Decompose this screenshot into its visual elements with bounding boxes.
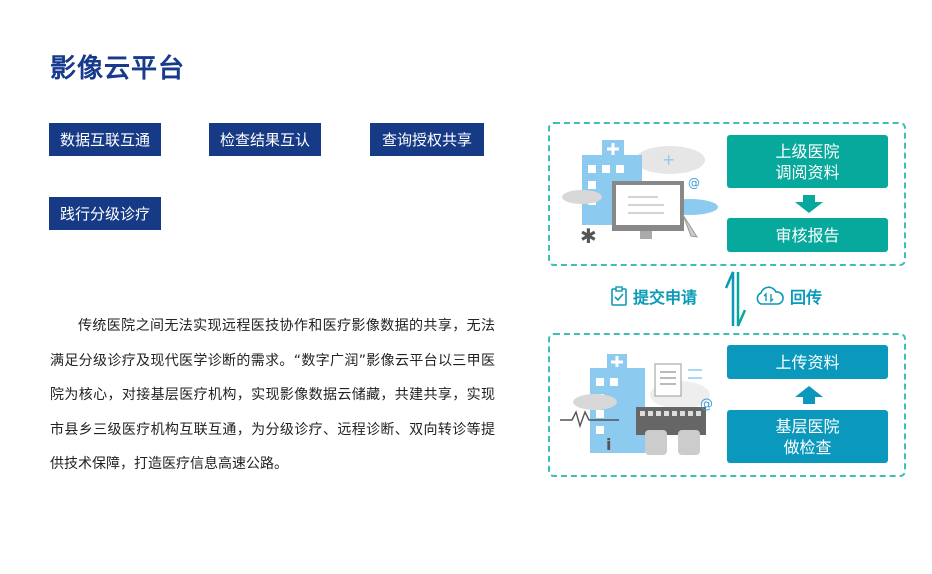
description-paragraph: 传统医院之间无法实现远程医技协作和医疗影像数据的共享，无法满足分级诊疗及现代医学…	[50, 318, 495, 472]
svg-text:@: @	[688, 176, 700, 190]
submit-request-text: 提交申请	[633, 288, 698, 307]
arrow-up-icon	[795, 386, 823, 404]
primary-hospital-panel	[548, 333, 906, 477]
upload-data-box: 上传资料	[727, 345, 888, 379]
return-text: 回传	[790, 288, 823, 307]
return-label: 回传	[754, 284, 822, 308]
box-line: 基层医院	[775, 416, 840, 436]
page-title: 影像云平台	[50, 54, 186, 84]
svg-text:@: @	[700, 397, 713, 412]
arrow-down-icon	[795, 195, 823, 213]
svg-text:i: i	[606, 435, 611, 454]
tag-tiered-diagnosis: 践行分级诊疗	[49, 197, 161, 230]
svg-text:+: +	[662, 150, 675, 169]
box-line: 调阅资料	[775, 162, 840, 182]
upper-hospital-access-box: 上级医院调阅资料	[727, 135, 888, 188]
tag-query-share: 查询授权共享	[370, 123, 484, 156]
submit-request-label: 提交申请	[611, 284, 697, 308]
bidirectional-arrows-icon	[724, 271, 746, 327]
box-line: 做检查	[783, 437, 832, 457]
box-line: 上级医院	[775, 141, 840, 161]
svg-text:✱: ✱	[580, 224, 597, 248]
review-report-box: 审核报告	[727, 218, 888, 252]
upper-hospital-illustration: ✱ @ +	[562, 140, 718, 248]
upper-hospital-panel	[548, 122, 906, 266]
tag-data-interconnect: 数据互联互通	[49, 123, 161, 156]
primary-hospital-exam-box: 基层医院做检查	[727, 410, 888, 463]
clipboard-check-icon	[611, 286, 627, 306]
cloud-sync-icon	[756, 286, 784, 305]
primary-hospital-illustration: @ i	[560, 354, 713, 455]
tag-result-recognition: 检查结果互认	[209, 123, 321, 156]
